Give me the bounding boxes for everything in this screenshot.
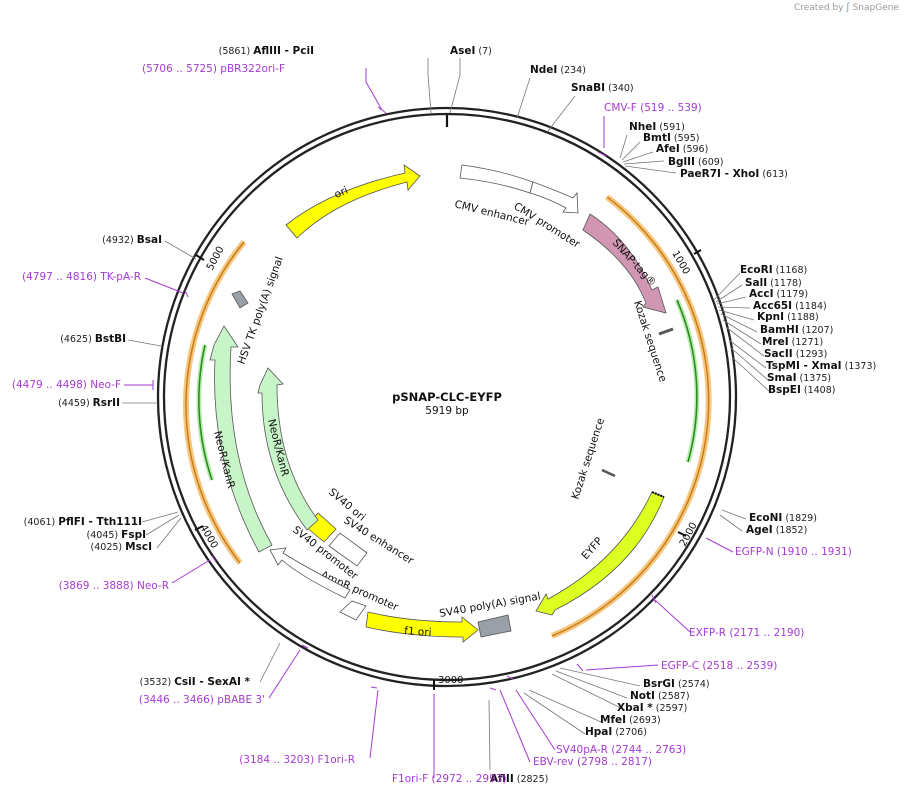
enzyme-sali[interactable]: SalI (1178) [745, 277, 802, 289]
backbone-outer [156, 106, 738, 688]
enzyme-fspi[interactable]: (4045) FspI [87, 529, 146, 541]
enzyme-mrei[interactable]: MreI (1271) [762, 336, 823, 348]
enzyme-acci[interactable]: AccI (1179) [749, 288, 808, 300]
feature-eyfp[interactable] [535, 491, 665, 616]
enzyme-msci[interactable]: (4025) MscI [91, 541, 152, 553]
feature-ori[interactable] [285, 164, 421, 239]
feature-sv40-promoter[interactable] [269, 547, 351, 599]
primer-egfpc[interactable]: EGFP-C (2518 .. 2539) [661, 660, 777, 672]
enzyme-tspmi[interactable]: TspMI - XmaI (1373) [766, 360, 876, 372]
feature-hsv-tk-label: HSV TK poly(A) signal [236, 255, 286, 366]
enzyme-bstbi[interactable]: (4625) BstBI [60, 333, 126, 345]
backbone-inner [162, 112, 732, 682]
enzyme-bamhi[interactable]: BamHI (1207) [760, 324, 833, 336]
feature-neor-outer[interactable] [209, 325, 273, 553]
enzyme-bsai[interactable]: (4932) BsaI [102, 234, 162, 246]
enzyme-econi[interactable]: EcoNI (1829) [749, 512, 817, 524]
feature-cmv-enhancer[interactable] [459, 164, 534, 194]
enzyme-hpai[interactable]: HpaI (2706) [585, 726, 647, 738]
feature-ampr-promoter[interactable] [339, 600, 367, 621]
enzyme-asei[interactable]: AseI (7) [450, 45, 492, 57]
feature-f1-ori-label: f1 ori [404, 625, 432, 639]
enzyme-csii[interactable]: (3532) CsiI - SexAI * [140, 676, 251, 688]
feature-ori-label: ori [332, 184, 349, 201]
enzyme-xbai[interactable]: XbaI * (2597) [617, 702, 687, 714]
primer-f1orif[interactable]: F1ori-F (2972 .. 2993) [392, 773, 507, 785]
credit-prefix: Created by [793, 3, 844, 13]
enzyme-bglii[interactable]: BglII (609) [668, 156, 724, 168]
enzyme-afliii[interactable]: (5861) AflIII - PciI [219, 45, 314, 57]
snapgene-credit: Created by ʃ SnapGene [794, 2, 899, 13]
enzyme-kpni[interactable]: KpnI (1188) [757, 311, 819, 323]
feature-snap-tag[interactable] [582, 213, 667, 314]
enzyme-paer7i[interactable]: PaeR7I - XhoI (613) [680, 168, 788, 180]
enzyme-pflfi[interactable]: (4061) PflFI - Tth111I [24, 516, 142, 528]
primer-tkpar[interactable]: (4797 .. 4816) TK-pA-R [22, 271, 141, 283]
feature-eyfp-label: EYFP [579, 535, 605, 562]
enzyme-bsrgi[interactable]: BsrGI (2574) [643, 678, 710, 690]
enzyme-noti[interactable]: NotI (2587) [630, 690, 690, 702]
enzyme-sacii[interactable]: SacII (1293) [764, 348, 827, 360]
enzyme-acc65i[interactable]: Acc65I (1184) [753, 300, 827, 312]
primer-egfpn[interactable]: EGFP-N (1910 .. 1931) [735, 546, 852, 558]
primer-cmvf[interactable]: CMV-F (519 .. 539) [604, 102, 702, 114]
enzyme-bmti[interactable]: BmtI (595) [643, 132, 699, 144]
feature-sv40-polya-label: SV40 poly(A) signal [438, 590, 541, 620]
feature-neor-inner[interactable] [257, 367, 319, 531]
enzyme-afei[interactable]: AfeI (596) [656, 143, 708, 155]
tick-3000: 3000 [438, 675, 463, 686]
primer-pbabe3[interactable]: (3446 .. 3466) pBABE 3' [139, 694, 265, 706]
enzyme-ecori[interactable]: EcoRI (1168) [740, 264, 807, 276]
plasmid-length: 5919 bp [425, 405, 469, 417]
feature-kozak-2-label: Kozak sequence [569, 417, 607, 501]
enzyme-snabi[interactable]: SnaBI (340) [571, 82, 634, 94]
primer-sv40par[interactable]: SV40pA-R (2744 .. 2763) [556, 744, 686, 756]
enzyme-agei[interactable]: AgeI (1852) [746, 524, 807, 536]
plasmid-name: pSNAP-CLC-EYFP [392, 390, 502, 404]
feature-kozak-1[interactable] [658, 327, 674, 336]
feature-sv40-enhancer[interactable] [328, 532, 368, 567]
enzyme-smai[interactable]: SmaI (1375) [767, 372, 831, 384]
primer-pbr322orif[interactable]: (5706 .. 5725) pBR322ori-F [142, 63, 285, 75]
enzyme-nhei[interactable]: NheI (591) [629, 121, 685, 133]
primer-neor[interactable]: (3869 .. 3888) Neo-R [59, 580, 169, 592]
feature-hsv-tk[interactable] [231, 290, 249, 309]
primer-f1orir[interactable]: (3184 .. 3203) F1ori-R [239, 754, 355, 766]
feature-cmv-promoter[interactable] [529, 181, 579, 214]
primer-ebvrev[interactable]: EBV-rev (2798 .. 2817) [533, 756, 652, 768]
snapgene-logo-icon: ʃ [846, 2, 850, 13]
enzyme-bspei[interactable]: BspEI (1408) [768, 384, 835, 396]
feature-f1-ori[interactable] [365, 611, 479, 643]
primer-exfpr[interactable]: EXFP-R (2171 .. 2190) [689, 627, 804, 639]
enzyme-rsrii[interactable]: (4459) RsrII [58, 397, 120, 409]
feature-kozak-2[interactable] [601, 468, 616, 478]
primer-neof[interactable]: (4479 .. 4498) Neo-F [12, 379, 121, 391]
enzyme-ndei[interactable]: NdeI (234) [530, 64, 586, 76]
feature-sv40-polya[interactable] [477, 614, 512, 638]
enzyme-mfei[interactable]: MfeI (2693) [600, 714, 661, 726]
credit-brand: SnapGene [852, 3, 899, 13]
enzyme-aflii[interactable]: AflII (2825) [490, 773, 548, 785]
feature-snap-tag-label: SNAP-tag® [610, 237, 659, 289]
